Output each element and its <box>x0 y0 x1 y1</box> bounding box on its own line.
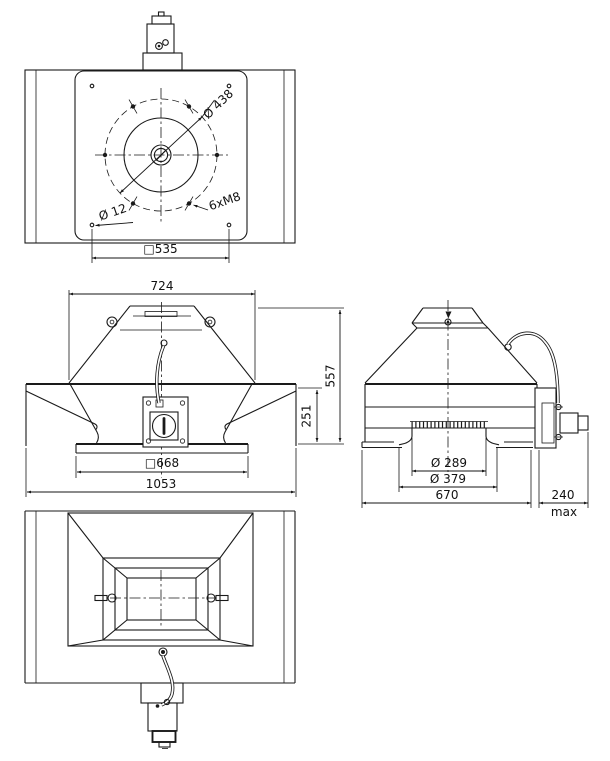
mounting-bolt-bottom <box>555 433 562 441</box>
handle-right <box>206 593 229 603</box>
service-switch-front <box>142 396 189 448</box>
deflector-right-upper <box>224 390 297 430</box>
dim-label-base-width: 670 <box>436 488 459 502</box>
dim-inlet-diameter: Ø 289 <box>411 438 487 476</box>
lifting-eye-right <box>204 316 216 328</box>
mounting-plate <box>74 70 248 241</box>
lifting-eye-left <box>106 316 118 328</box>
inlet-collar-left <box>398 428 413 446</box>
dim-label-max-protrusion: 240 <box>552 488 575 502</box>
inlet-frame-inner <box>126 577 197 621</box>
dim-max-protrusion: 240 max <box>538 432 589 519</box>
terminal-box-nub <box>157 11 165 17</box>
dim-base-square: □668 <box>75 456 249 478</box>
dim-label-hood-width: 724 <box>151 279 174 293</box>
housing-outline-top <box>24 69 296 244</box>
corner-holes <box>89 83 232 228</box>
dim-hood-width: 724 <box>68 279 256 380</box>
cable-front <box>155 339 168 404</box>
dim-overall-width: 1053 <box>25 448 297 497</box>
deflector-right-lower <box>223 383 253 444</box>
inlet-collar-right <box>485 428 500 446</box>
dim-label-max-qualifier: max <box>551 505 577 519</box>
dim-label-hole-diameter: Ø 12 <box>97 201 129 224</box>
housing-outline-bottom <box>24 510 296 684</box>
terminal-box-flange <box>151 730 177 743</box>
cap-bolt-arrow-icon <box>445 311 452 319</box>
dim-bolt-circle-diameter: Ø 438 <box>119 87 236 194</box>
terminal-box-plinth <box>142 52 183 71</box>
dim-hole-spacing: □535 <box>91 229 230 263</box>
switch-box-side <box>534 387 557 449</box>
bolt-radial-ticks <box>128 99 194 211</box>
top-view: Ø 438 6xM8 Ø 12 □535 <box>24 11 296 263</box>
dim-label-flange-diameter: Ø 379 <box>430 472 466 486</box>
hood-front <box>68 305 256 384</box>
cable-end-dot <box>155 704 160 708</box>
cable-gland-center <box>157 44 161 48</box>
service-switch-side <box>534 387 589 449</box>
terminal-box-top <box>142 11 183 71</box>
cable-bottom <box>155 647 175 708</box>
inlet-frame-mid <box>114 567 209 631</box>
bolt-points <box>102 99 220 211</box>
hood-pyramid-edges <box>67 512 254 647</box>
centerlines-bottom <box>110 570 215 627</box>
terminal-box-nub <box>158 741 171 748</box>
dim-label-overall-height: 557 <box>324 365 338 388</box>
deflector-left-lower <box>69 383 99 444</box>
handle-left <box>94 593 117 603</box>
dim-base-width: 670 <box>361 450 532 508</box>
terminal-box-cap <box>151 15 172 25</box>
dim-overall-height: 557 <box>258 307 344 445</box>
hood-base-square <box>67 512 254 647</box>
dim-label-base-square: □668 <box>145 456 179 470</box>
base-slab-side <box>361 441 533 449</box>
dim-label-bolt-circle-diameter: Ø 438 <box>200 87 236 122</box>
connector-cap <box>577 415 589 431</box>
mounting-bolt-top <box>555 403 562 411</box>
bottom-view <box>24 510 296 749</box>
base-plate <box>75 444 249 454</box>
dim-label-overall-width: 1053 <box>146 477 177 491</box>
dim-label-hole-spacing: □535 <box>143 242 177 256</box>
dim-hole-diameter: Ø 12 <box>95 201 134 227</box>
side-view: Ø 289 Ø 379 670 240 max <box>361 300 589 519</box>
cable-gland-icon <box>160 339 168 347</box>
terminal-box-plinth <box>140 682 184 704</box>
inlet-frame-outer <box>102 557 221 641</box>
housing-side-seams <box>35 511 285 683</box>
switch-dial <box>151 413 177 439</box>
fan-body-front <box>25 383 297 454</box>
front-view: 724 557 251 □668 1053 <box>25 279 344 497</box>
deflector-left-upper <box>25 390 98 430</box>
cable-gland-icon <box>162 39 169 46</box>
switch-housing <box>149 411 179 441</box>
dim-lower-height: 251 <box>298 387 322 443</box>
cable-side <box>504 331 560 404</box>
connector-barrel <box>559 412 579 434</box>
fan-body-side <box>361 383 538 449</box>
cable-gland-icon <box>155 42 163 50</box>
housing-side-seams <box>35 70 285 243</box>
dim-label-bolt-thread: 6xM8 <box>207 189 243 213</box>
hood-top-slot <box>144 311 178 317</box>
terminal-box-bottom <box>140 682 184 749</box>
dim-label-inlet-diameter: Ø 289 <box>431 456 467 470</box>
dim-flange-diameter: Ø 379 <box>398 447 498 492</box>
terminal-box-body <box>147 702 178 732</box>
cable-gland-icon <box>504 343 512 351</box>
switch-box-inner <box>541 402 555 444</box>
dim-bolt-thread: 6xM8 <box>193 189 243 213</box>
cable-gland-icon <box>163 698 171 706</box>
dim-label-lower-height: 251 <box>300 405 314 428</box>
